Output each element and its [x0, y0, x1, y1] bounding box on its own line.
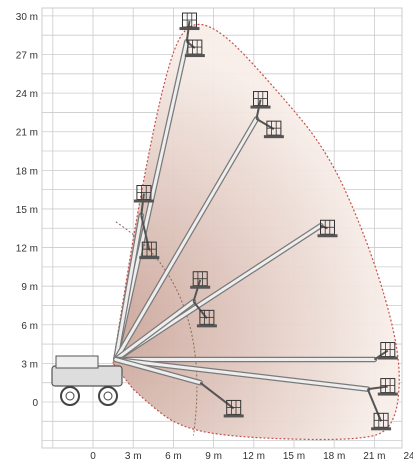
basket-6: [317, 219, 338, 238]
x-tick-label: 18 m: [323, 451, 345, 462]
basket-platform: [250, 105, 271, 109]
jib-link: [192, 279, 202, 302]
boom-arm-highlight-2: [114, 117, 258, 362]
jib-link: [140, 193, 145, 216]
basket-12: [371, 412, 392, 431]
basket-5: [139, 241, 160, 260]
y-axis-ticks: 30 m 27 m 24 m 21 m 18 m 15 m 12 m 9 m 6 m 3 m 0: [16, 12, 39, 409]
basket-4: [133, 185, 154, 203]
envelope-outline: [112, 23, 400, 441]
wheel-front: [98, 386, 118, 406]
basket-11: [223, 399, 244, 418]
basket-9: [377, 342, 398, 360]
y-tick-label: 9 m: [21, 282, 38, 293]
basket-platform: [184, 54, 205, 58]
jib-link: [185, 20, 191, 42]
basket-platform: [263, 135, 284, 139]
y-tick-label: 21 m: [16, 128, 38, 139]
basket-platform: [371, 427, 392, 431]
baskets: [133, 12, 398, 431]
turntable: [55, 355, 99, 369]
basket-platform: [377, 392, 398, 396]
x-tick-label: 15 m: [283, 451, 305, 462]
basket-platform: [317, 234, 338, 238]
basket-platform: [196, 324, 217, 328]
y-tick-label: 18 m: [16, 166, 38, 177]
jib-link: [255, 99, 262, 120]
jib-link: [255, 117, 275, 131]
y-tick-label: 27 m: [16, 51, 38, 62]
basket-0: [179, 12, 200, 31]
wheel-rear: [60, 386, 80, 406]
basket-platform: [223, 414, 244, 418]
basket-platform: [377, 356, 398, 360]
jib-link: [199, 381, 235, 410]
x-tick-label: 24 m: [403, 451, 413, 462]
basket-2: [250, 91, 271, 109]
jib-link: [367, 385, 388, 391]
boom-positions: [113, 20, 389, 422]
x-tick-label: 3 m: [125, 451, 142, 462]
y-tick-label: 30 m: [16, 12, 38, 23]
basket-platform: [139, 256, 160, 260]
basket-platform: [190, 285, 211, 289]
x-tick-label: 9 m: [205, 451, 222, 462]
y-tick-label: 15 m: [16, 205, 38, 216]
y-tick-label: 12 m: [16, 244, 38, 255]
jib-link: [140, 215, 151, 251]
x-tick-label: 0: [90, 451, 96, 462]
y-tick-label: 6 m: [21, 321, 38, 332]
basket-7: [190, 271, 211, 289]
x-tick-label: 21 m: [363, 451, 385, 462]
x-tick-label: 6 m: [165, 451, 182, 462]
y-tick-label: 3 m: [21, 359, 38, 370]
machine-chassis: [51, 355, 123, 406]
y-tick-label: 24 m: [16, 89, 38, 100]
boom-arm-highlight-6: [114, 358, 370, 391]
basket-1: [184, 39, 205, 58]
wheel-rear-hub: [65, 391, 75, 401]
x-tick-label: 12 m: [243, 451, 265, 462]
boom-arm-highlight-1: [114, 213, 143, 362]
basket-platform: [133, 199, 154, 203]
chassis-body: [51, 365, 123, 387]
y-tick-label: 0: [32, 398, 38, 409]
boom-arm-highlight-7: [114, 358, 202, 385]
boom-arm-highlight-4: [114, 300, 195, 362]
basket-3: [263, 120, 284, 139]
basket-10: [377, 378, 398, 396]
x-axis-ticks: 0 3 m 6 m 9 m 12 m 15 m 18 m 21 m 24 m: [90, 451, 413, 462]
basket-platform: [179, 27, 200, 31]
wheel-front-hub: [103, 391, 113, 401]
basket-8: [196, 309, 217, 328]
